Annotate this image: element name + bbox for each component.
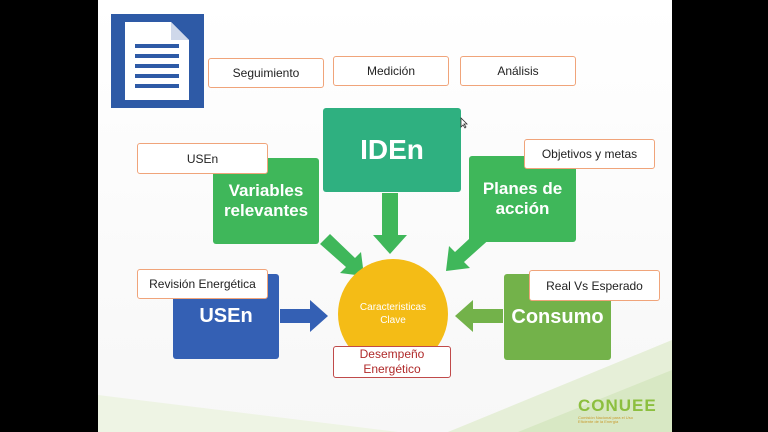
box-iden: IDEn — [323, 108, 461, 192]
tag-real-vs-esperado: Real Vs Esperado — [529, 270, 660, 301]
document-icon — [111, 14, 204, 108]
conuee-logo: CONUEE Comisión Nacional para el Uso Efi… — [578, 396, 657, 425]
presentation-slide: Seguimiento Medición Análisis IDEn Varia… — [98, 0, 672, 432]
tag-revision-energetica: Revisión Energética — [137, 269, 268, 299]
tag-usen: USEn — [137, 143, 268, 174]
desempeno-energetico-tag: Desempeño Energético — [333, 346, 451, 378]
performance-label: Desempeño Energético — [359, 347, 425, 376]
logo-name: CONUEE — [578, 396, 657, 415]
box-planes-de-accion: Planes de acción — [469, 156, 576, 242]
tag-medicion: Medición — [333, 56, 449, 86]
center-label: Caracteristicas Clave — [359, 302, 427, 326]
background-decoration — [98, 193, 672, 432]
tag-seguimiento: Seguimiento — [208, 58, 324, 88]
logo-subtitle: Comisión Nacional para el Uso Eficiente … — [578, 415, 633, 425]
tag-objetivos-y-metas: Objetivos y metas — [524, 139, 655, 169]
mouse-cursor-icon — [460, 117, 468, 129]
tag-analisis: Análisis — [460, 56, 576, 86]
